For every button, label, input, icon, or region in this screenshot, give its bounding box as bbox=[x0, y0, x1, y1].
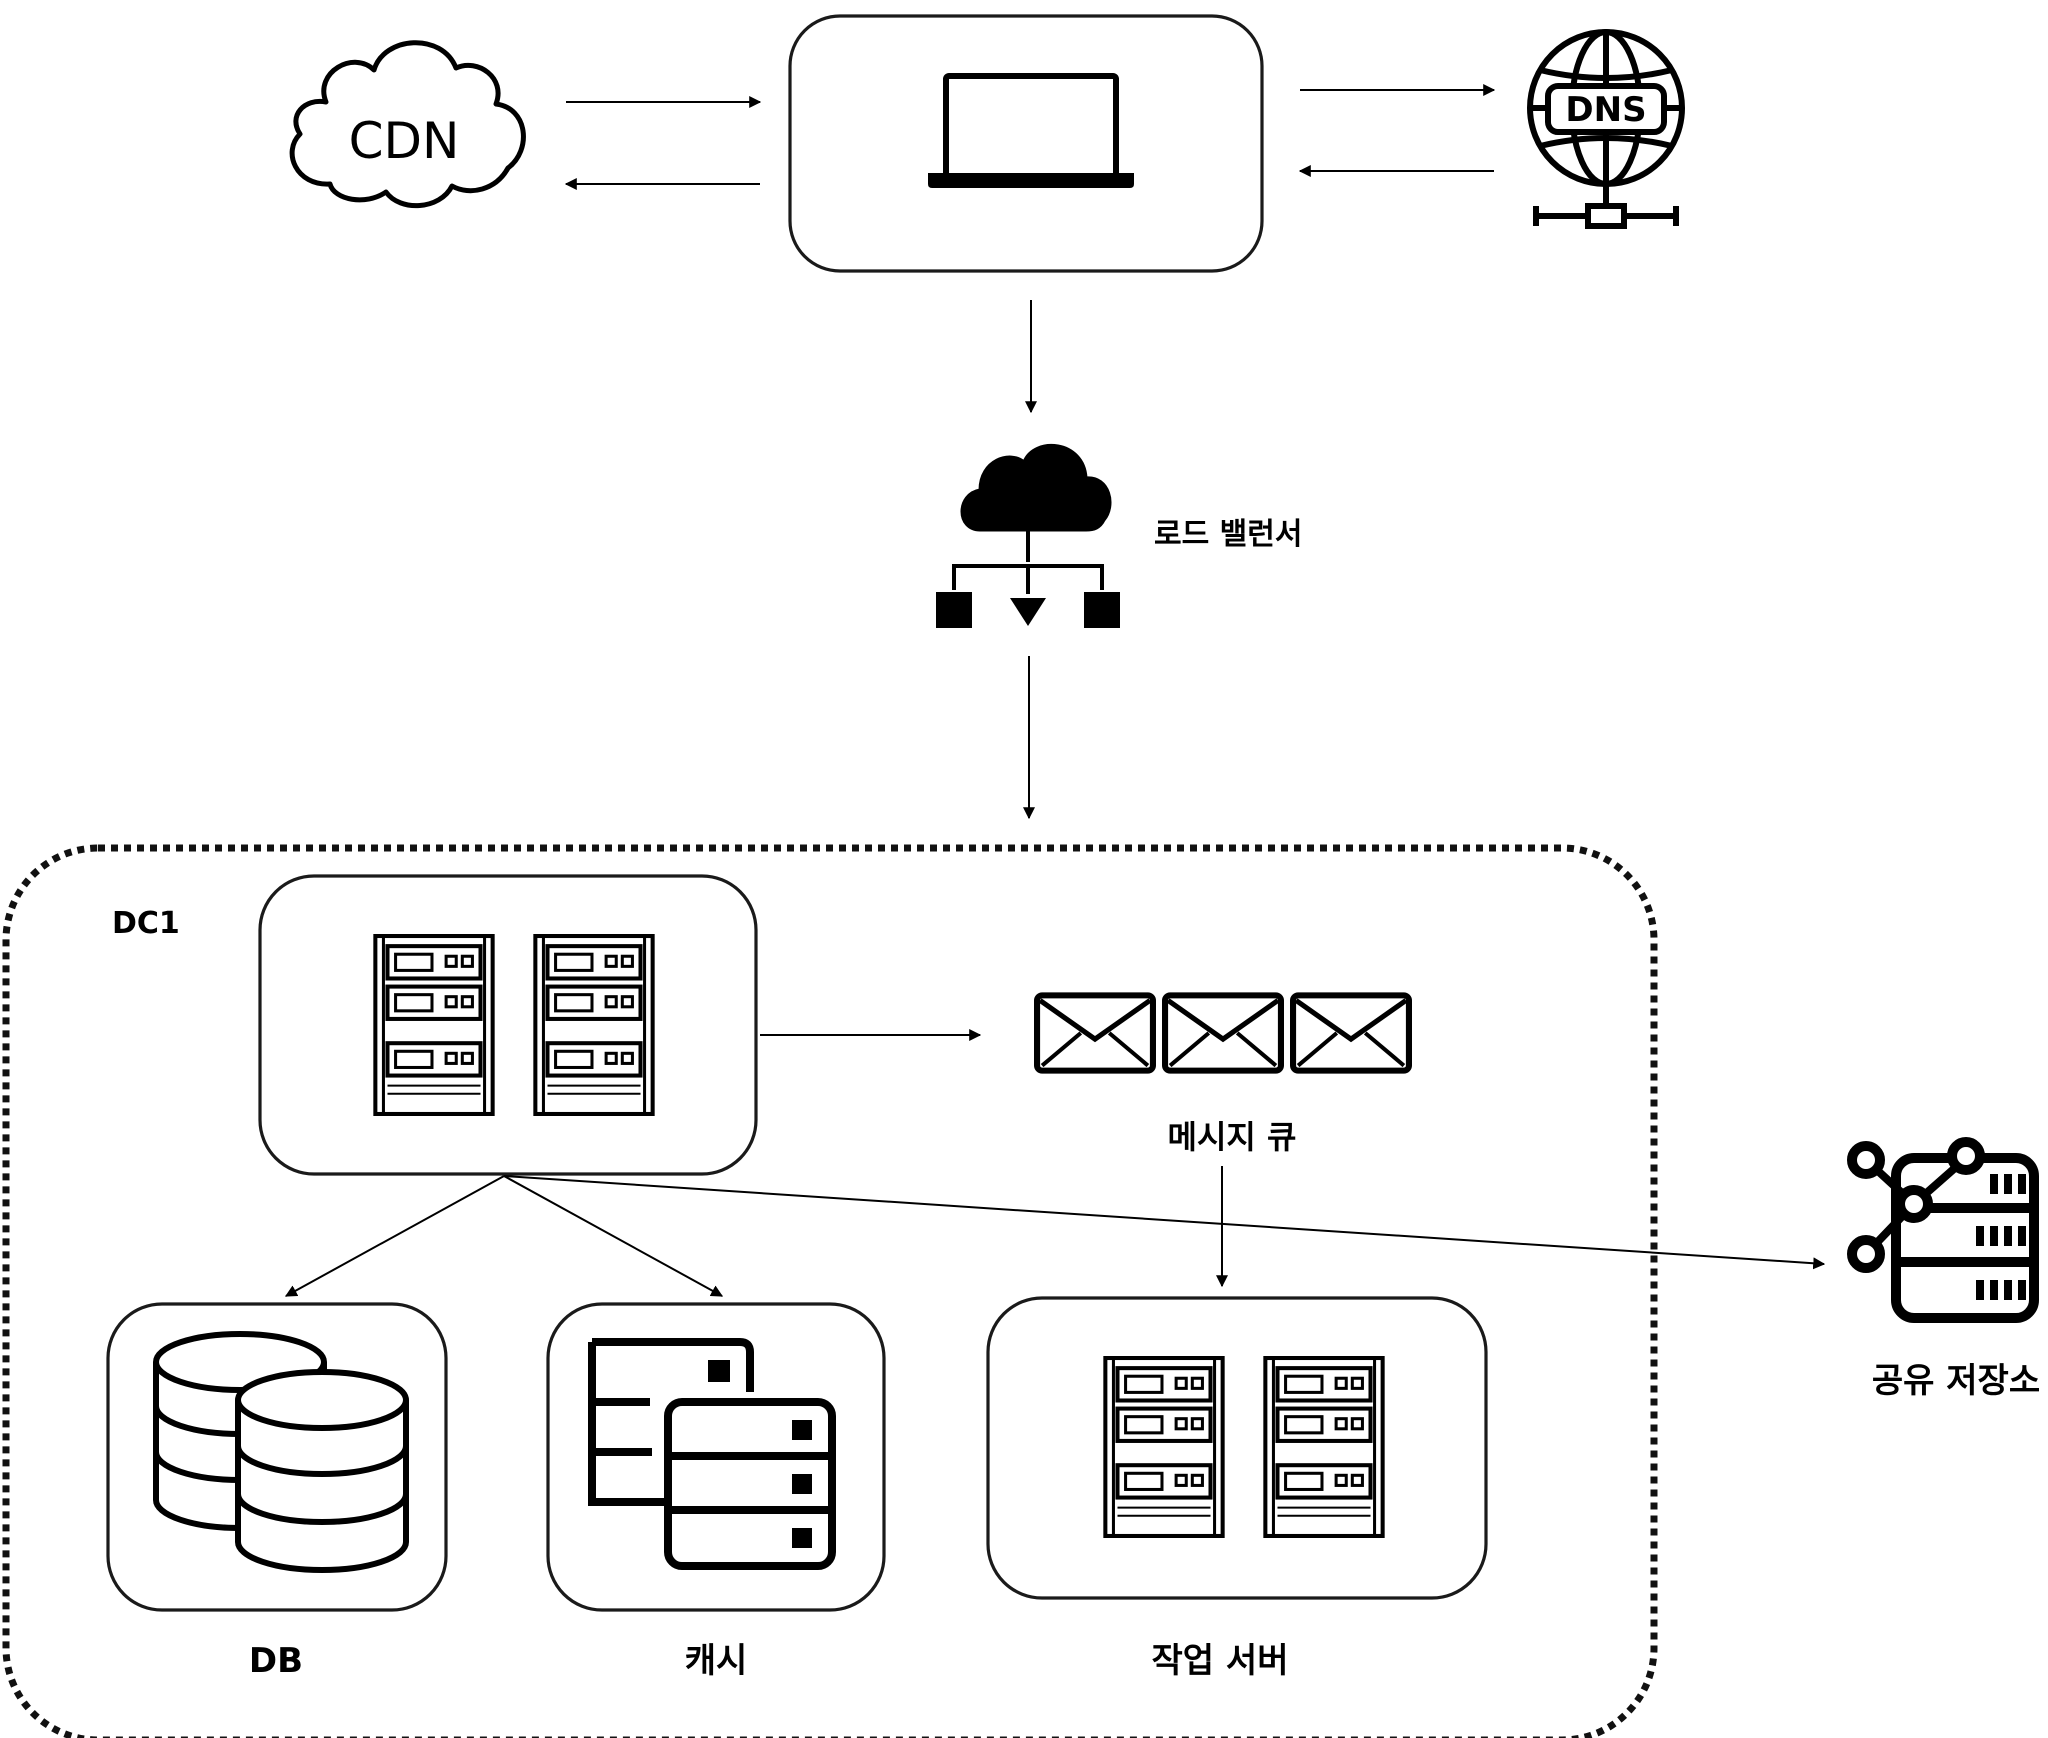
worker-box bbox=[986, 1296, 1488, 1600]
arrow-web-to-storage bbox=[503, 1175, 1826, 1270]
cloud-network-icon bbox=[936, 444, 1120, 628]
message-queue-label: 메시지 큐 bbox=[1168, 1118, 1297, 1156]
server-rack-icon bbox=[1265, 1358, 1382, 1536]
arrow-web-to-cache bbox=[503, 1175, 724, 1297]
dns-label: DNS bbox=[1565, 90, 1646, 130]
load-balancer-label: 로드 밸런서 bbox=[1154, 517, 1302, 552]
envelope-icon bbox=[1293, 995, 1409, 1070]
dc-label: DC1 bbox=[112, 906, 180, 941]
cache-label: 캐시 bbox=[685, 1641, 748, 1681]
cache-server-icon bbox=[588, 1338, 836, 1570]
db-box bbox=[106, 1302, 448, 1612]
server-rack-icon bbox=[535, 936, 652, 1114]
envelope-icon bbox=[1037, 995, 1153, 1070]
arrow-web-to-db bbox=[284, 1175, 505, 1297]
cloud-icon bbox=[289, 40, 526, 208]
database-icon bbox=[153, 1331, 409, 1573]
server-rack-icon bbox=[1105, 1358, 1222, 1536]
web-servers-box bbox=[258, 874, 758, 1176]
worker-label: 작업 서버 bbox=[1152, 1641, 1289, 1681]
cdn-label: CDN bbox=[349, 112, 460, 170]
client-box bbox=[788, 14, 1264, 273]
db-label: DB bbox=[249, 1641, 303, 1681]
shared-storage-icon bbox=[1847, 1137, 2039, 1323]
server-rack-icon bbox=[375, 936, 492, 1114]
globe-dns-icon bbox=[1527, 29, 1685, 229]
dc-container bbox=[2, 844, 1658, 1738]
cache-box bbox=[546, 1302, 886, 1612]
shared-storage-label: 공유 저장소 bbox=[1872, 1361, 2040, 1401]
laptop-icon bbox=[928, 73, 1134, 188]
envelope-icon bbox=[1165, 995, 1281, 1070]
